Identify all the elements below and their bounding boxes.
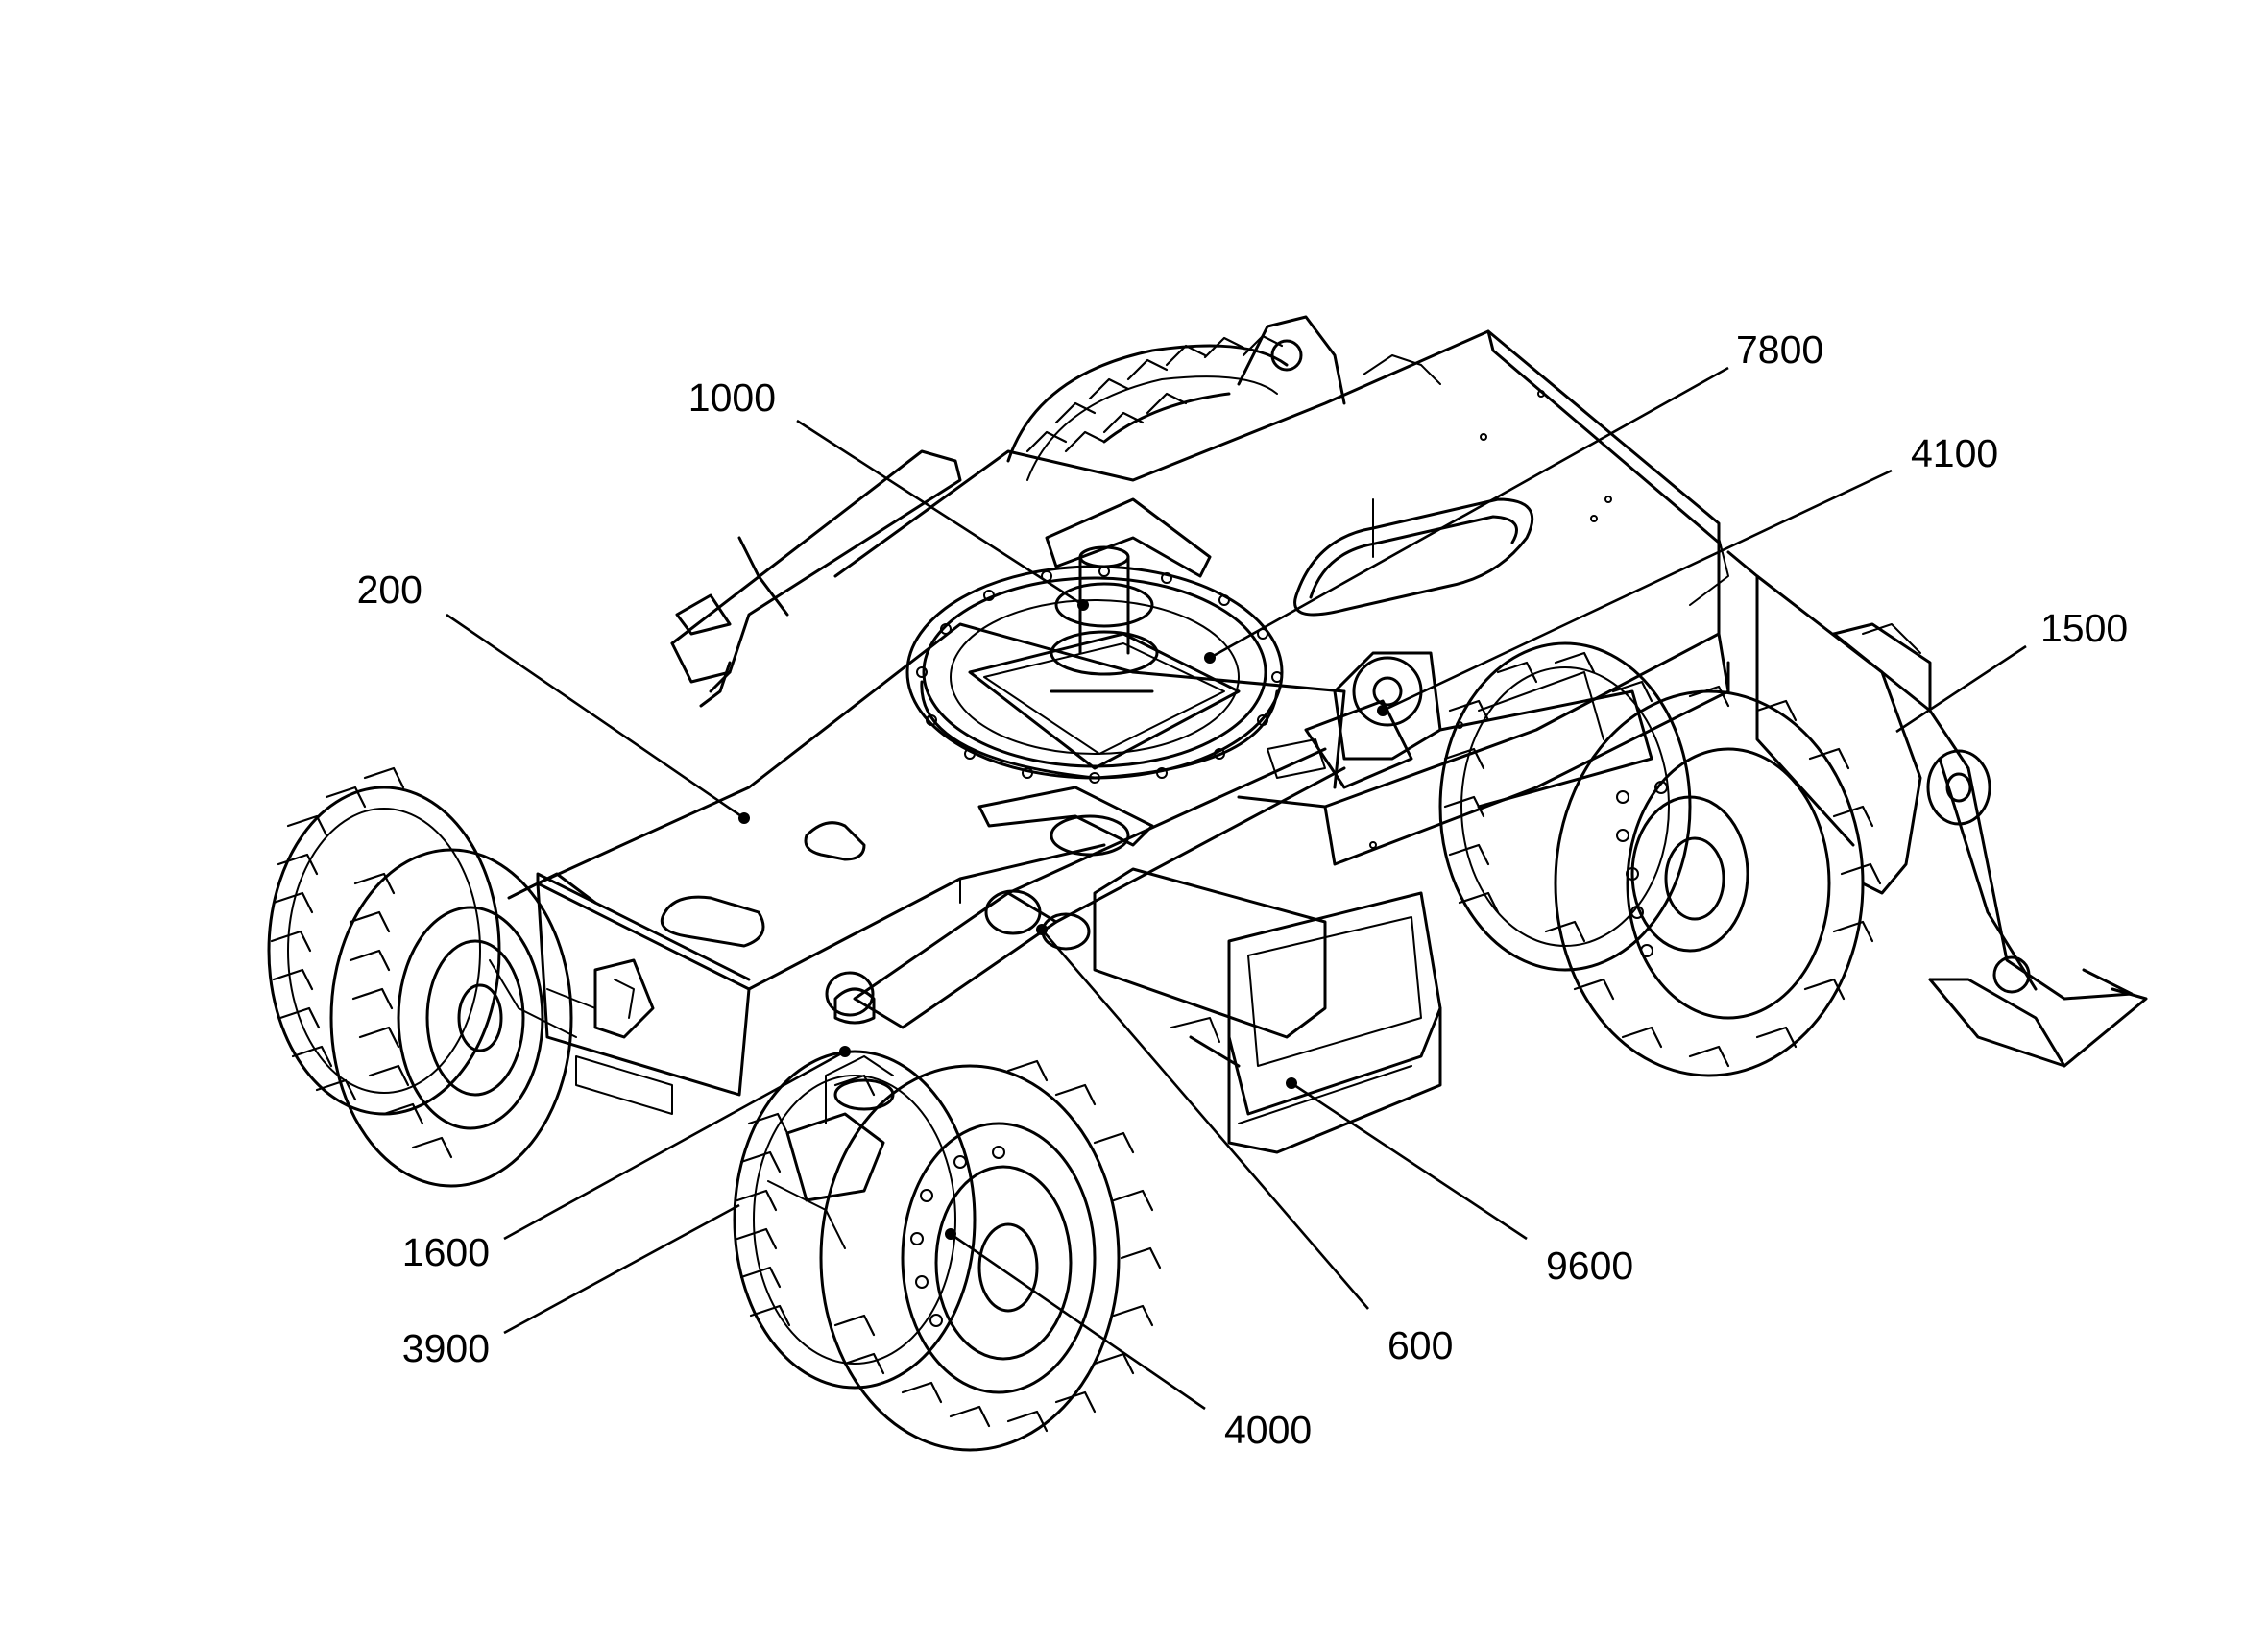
callout-label-4100: 4100 [1911,431,1998,475]
callout-label-200: 200 [357,568,422,612]
callout-4000: 4000 [945,1228,1312,1452]
callout-200: 200 [357,568,750,824]
callout-label-1500: 1500 [2040,606,2128,650]
callout-label-1000: 1000 [688,375,776,420]
callout-1500: 1500 [1895,606,2128,734]
callout-label-9600: 9600 [1546,1244,1633,1288]
rear-left-wheel-pair [1006,334,1289,481]
vehicle-line-drawing [489,315,2148,1154]
callout-7800: 7800 [1204,327,1823,664]
front-left-wheel-pair [267,766,573,1188]
callout-1600: 1600 [402,1046,851,1274]
callout-600: 600 [1036,924,1453,1367]
callout-label-600: 600 [1387,1323,1453,1367]
callout-4100: 4100 [1377,431,1998,716]
rear-right-wheel-pair [1438,641,1882,1077]
callout-9600: 9600 [1286,1077,1633,1288]
callout-1000: 1000 [688,375,1089,611]
callout-label-3900: 3900 [402,1326,490,1370]
callout-label-7800: 7800 [1736,327,1823,372]
callout-3900: 3900 [402,1203,740,1370]
callout-label-4000: 4000 [1224,1408,1312,1452]
callout-label-1600: 1600 [402,1230,490,1274]
front-axle-detail [767,987,895,1249]
front-right-wheel-pair [733,1050,1162,1452]
